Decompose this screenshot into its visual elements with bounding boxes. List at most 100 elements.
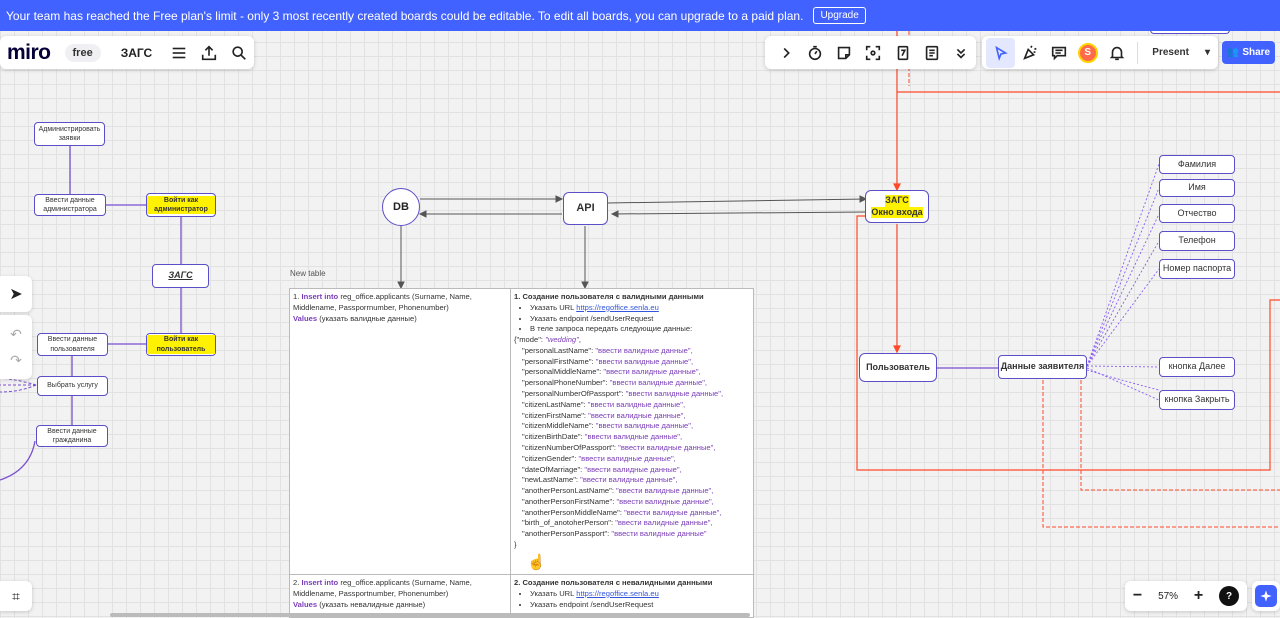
node-admin-manage[interactable]: Администрировать заявки (34, 122, 105, 146)
node-next-button[interactable]: кнопка Далее (1159, 357, 1235, 377)
r2-values-text: (указать невалидные данные) (319, 599, 426, 609)
zoom-panel: − 57% + ? (1125, 581, 1247, 611)
r2-bullet-url: Указать URL https://regoffice.senla.eu (530, 589, 750, 600)
json-field-value: "ввести валидные данные", (616, 486, 714, 496)
plan-badge[interactable]: free (64, 43, 101, 62)
zoom-in-icon[interactable]: + (1193, 587, 1204, 604)
present-label: Present (1152, 47, 1189, 58)
counter-icon[interactable] (888, 38, 917, 68)
user-avatar[interactable]: S (1073, 38, 1102, 68)
json-field-line: "citizenFirstName": "ввести валидные дан… (514, 411, 750, 422)
chevron-right-icon[interactable] (771, 38, 800, 68)
json-field-value: "ввести валидные данные", (595, 421, 694, 431)
notes-icon[interactable] (917, 38, 946, 68)
undo-icon[interactable]: ↶ (10, 325, 22, 342)
node-passport[interactable]: Номер паспорта (1159, 259, 1235, 279)
zoom-out-icon[interactable]: − (1132, 587, 1143, 604)
undo-redo-panel: ↶ ↷ (0, 315, 32, 379)
json-field-key: "anotherPersonMiddleName": (522, 507, 625, 517)
json-field-key: "personalMiddleName": (522, 367, 604, 377)
hamburger-icon[interactable] (164, 38, 194, 68)
frame-capture-icon[interactable] (859, 38, 888, 68)
r2-url-link[interactable]: https://regoffice.senla.eu (576, 588, 659, 598)
node-login-admin[interactable]: Войти как администратор (146, 193, 216, 217)
hand-cursor-icon: ☝ (527, 554, 546, 571)
table-label: New table (290, 269, 326, 278)
json-field-value: "ввести валидные данные", (588, 410, 686, 420)
sticky-note-icon[interactable] (830, 38, 859, 68)
json-field-key: "citizenFirstName": (522, 410, 589, 420)
select-tool-panel: ➤ (0, 276, 32, 312)
node-login-user[interactable]: Войти как пользователь (146, 333, 216, 356)
node-phone[interactable]: Телефон (1159, 231, 1235, 251)
node-surname[interactable]: Фамилия (1159, 155, 1235, 174)
board-title[interactable]: ЗАГС (120, 45, 153, 60)
json-field-key: "anotherPersonFirstName": (522, 496, 617, 506)
table-cell-r2-right[interactable]: 2. Создание пользователя с невалидными д… (510, 574, 754, 618)
node-login-admin-label: Войти как администратор (147, 195, 215, 215)
json-fields: "personalLastName": "ввести валидные дан… (514, 346, 750, 540)
r1-bullets: Указать URL https://regoffice.senla.eu У… (514, 303, 750, 335)
r1-values-kw: Values (293, 313, 318, 323)
node-admin-data[interactable]: Ввести данные администратора (34, 194, 106, 216)
horizontal-scrollbar[interactable] (110, 613, 750, 617)
table-cell-r1-right[interactable]: 1. Создание пользователя с валидными дан… (510, 288, 754, 575)
r1-insert-text: reg_office.applicants (Surname, Name, Mi… (293, 292, 472, 312)
present-button[interactable]: Present ▾ (1144, 47, 1218, 58)
json-field-line: "birth_of_anotoherPerson": "ввести валид… (514, 518, 750, 529)
help-icon[interactable]: ? (1219, 586, 1240, 606)
node-zags[interactable]: ЗАГС (152, 264, 209, 288)
miro-logo[interactable]: miro (7, 40, 51, 64)
r2-insert-kw: Insert into (301, 578, 339, 587)
chevron-down-icon[interactable]: ▾ (1204, 47, 1210, 58)
node-user-data[interactable]: Ввести данные пользователя (37, 333, 108, 356)
node-citizen-data[interactable]: Ввести данные гражданина (36, 425, 108, 447)
node-login-user-label: Войти как пользователь (147, 335, 215, 354)
table-cell-r1-left[interactable]: 1. Insert into reg_office.applicants (Su… (289, 288, 511, 575)
json-field-value: "ввести валидные данные", (584, 432, 683, 442)
cursor-icon[interactable]: ➤ (9, 286, 23, 303)
json-field-line: "citizenNumberOfPassport": "ввести валид… (514, 443, 750, 454)
json-mode-value: "wedding" (545, 335, 579, 345)
reaction-party-icon[interactable] (1015, 38, 1044, 68)
more-chevrons-icon[interactable] (947, 38, 976, 68)
table-cell-r2-left[interactable]: 2. Insert into reg_office.applicants (Su… (289, 574, 511, 618)
r1-bullet-body: В теле запроса передать следующие данные… (530, 324, 750, 335)
json-field-line: "personalNumberOfPassport": "ввести вали… (514, 389, 750, 400)
node-applicant-data[interactable]: Данные заявителя (998, 355, 1087, 379)
json-field-value: "ввести валидные данные", (584, 464, 682, 474)
r1-title: 1. Создание пользователя с валидными дан… (514, 292, 704, 301)
node-db[interactable]: DB (382, 188, 420, 226)
json-field-key: "citizenBirthDate": (522, 432, 585, 442)
node-close-button[interactable]: кнопка Закрыть (1159, 390, 1235, 410)
share-button[interactable]: 👥 Share (1222, 41, 1275, 64)
bell-icon[interactable] (1102, 38, 1131, 68)
upgrade-button[interactable]: Upgrade (813, 7, 866, 24)
json-field-line: "citizenGender": "ввести валидные данные… (514, 454, 750, 465)
node-choose-service[interactable]: Выбрать услугу (37, 376, 108, 396)
json-field-line: "personalPhoneNumber": "ввести валидные … (514, 378, 750, 389)
node-api[interactable]: API (563, 192, 608, 225)
timer-icon[interactable] (800, 38, 829, 68)
r1-url-link[interactable]: https://regoffice.senla.eu (576, 302, 659, 312)
sparkle-icon[interactable] (1255, 585, 1277, 607)
node-zags-login-window[interactable]: ЗАГС Окно входа (865, 190, 929, 223)
node-name[interactable]: Имя (1159, 179, 1235, 197)
r1-bullet-endpoint: Указать endpoint /sendUserRequest (530, 314, 750, 325)
redo-icon[interactable]: ↷ (10, 351, 22, 368)
json-field-line: "citizenMiddleName": "ввести валидные да… (514, 421, 750, 432)
r2-values-kw: Values (293, 599, 318, 609)
r1-url-prefix: Указать URL (530, 302, 575, 312)
node-user[interactable]: Пользователь (859, 353, 937, 382)
cursor-select-icon[interactable] (986, 37, 1016, 68)
search-icon[interactable] (224, 38, 254, 68)
upload-icon[interactable] (194, 38, 224, 68)
node-patronymic[interactable]: Отчество (1159, 204, 1235, 223)
json-field-key: "personalNumberOfPassport": (522, 389, 626, 399)
json-field-value: "ввести валидные данные", (580, 475, 678, 485)
comment-icon[interactable] (1044, 38, 1073, 68)
zoom-level[interactable]: 57% (1158, 590, 1179, 602)
json-field-line: "anotherPersonPassport": "ввести валидны… (514, 529, 750, 540)
r2-num: 2. (293, 578, 300, 587)
frame-icon[interactable]: ⌗ (12, 587, 20, 604)
